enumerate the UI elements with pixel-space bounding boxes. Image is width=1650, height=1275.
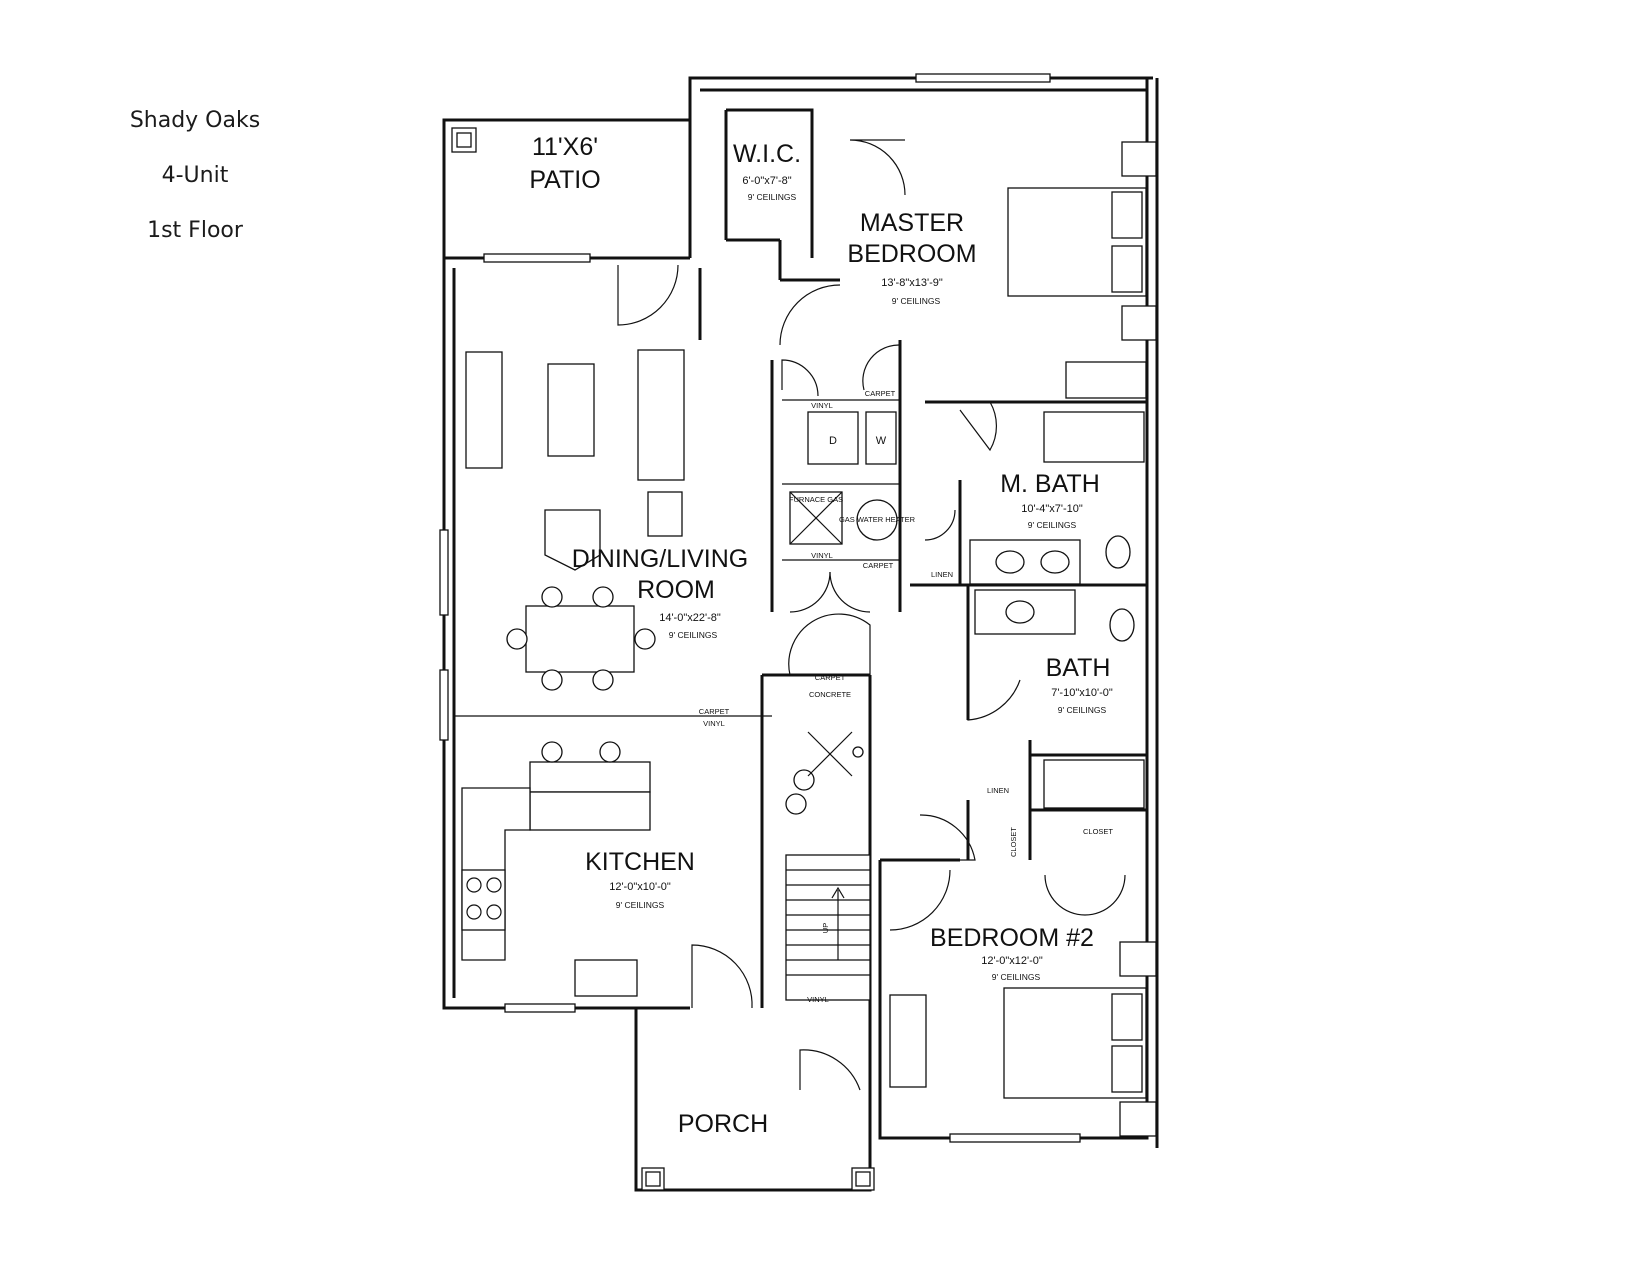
- bath-ceiling: 9' CEILINGS: [1058, 705, 1107, 715]
- floor-level: 1st Floor: [147, 218, 243, 243]
- room-labels: 11'X6' PATIO W.I.C. 6'-0"x7'-8" 9' CEILI…: [529, 133, 1113, 1138]
- bath-dims: 7'-10"x10'-0": [1051, 687, 1113, 699]
- vinyl-note: VINYL: [807, 995, 829, 1004]
- master-bedroom-dims: 13'-8"x13'-9": [881, 277, 943, 289]
- dining-living-ceiling: 9' CEILINGS: [669, 630, 718, 640]
- bedroom-2-ceiling: 9' CEILINGS: [992, 972, 1041, 982]
- windows: [439, 73, 1081, 1143]
- master-bedroom-label-line1: MASTER: [860, 209, 964, 237]
- kitchen-dims: 12'-0"x10'-0": [609, 881, 671, 893]
- kitchen-ceiling: 9' CEILINGS: [616, 900, 665, 910]
- patio-size-label: 11'X6': [532, 133, 598, 161]
- vinyl-note: VINYL: [703, 719, 725, 728]
- floor-notes: CARPET VINYL D W FURNACE GAS GAS WATER H…: [699, 389, 1114, 1004]
- building-type: 4-Unit: [161, 163, 229, 188]
- carpet-note: CARPET: [865, 389, 896, 398]
- master-bath-dims: 10'-4"x7'-10": [1021, 503, 1083, 515]
- dining-living-dims: 14'-0"x22'-8": [659, 612, 721, 624]
- bedroom-2-label: BEDROOM #2: [930, 924, 1094, 952]
- wic-dims: 6'-0"x7'-8": [742, 175, 791, 187]
- title-block: Shady Oaks 4-Unit 1st Floor: [110, 110, 280, 275]
- linen-label: LINEN: [987, 786, 1009, 795]
- master-bedroom-label-line2: BEDROOM: [847, 240, 976, 268]
- furnace-label: FURNACE GAS: [789, 495, 843, 504]
- doors: [617, 139, 1126, 1091]
- bath-label: BATH: [1046, 654, 1111, 682]
- carpet-note: CARPET: [863, 561, 894, 570]
- carpet-note: CARPET: [699, 707, 730, 716]
- bedroom-2-dims: 12'-0"x12'-0": [981, 955, 1043, 967]
- community-name: Shady Oaks: [129, 108, 261, 133]
- porch-label: PORCH: [678, 1110, 768, 1138]
- fixtures: [451, 127, 1157, 1191]
- closet-label: CLOSET: [1009, 827, 1018, 857]
- vinyl-note: VINYL: [811, 551, 833, 560]
- master-bedroom-ceiling: 9' CEILINGS: [892, 296, 941, 306]
- vinyl-note: VINYL: [811, 401, 833, 410]
- closet-label: CLOSET: [1083, 827, 1113, 836]
- wic-label: W.I.C.: [733, 140, 801, 168]
- dryer-label: D: [829, 435, 837, 447]
- concrete-note: CONCRETE: [809, 690, 851, 699]
- kitchen-label: KITCHEN: [585, 848, 695, 876]
- carpet-note: CARPET: [815, 673, 846, 682]
- dining-living-label-line2: ROOM: [637, 576, 715, 604]
- wic-ceiling: 9' CEILINGS: [748, 192, 797, 202]
- linen-label: LINEN: [931, 570, 953, 579]
- water-heater-label: GAS WATER HEATER: [839, 515, 916, 524]
- master-bath-ceiling: 9' CEILINGS: [1028, 520, 1077, 530]
- master-bath-label: M. BATH: [1000, 470, 1100, 498]
- patio-label: PATIO: [529, 166, 600, 194]
- washer-label: W: [876, 435, 887, 447]
- stair-up-label: UP: [821, 923, 830, 933]
- dining-living-label-line1: DINING/LIVING: [572, 545, 748, 573]
